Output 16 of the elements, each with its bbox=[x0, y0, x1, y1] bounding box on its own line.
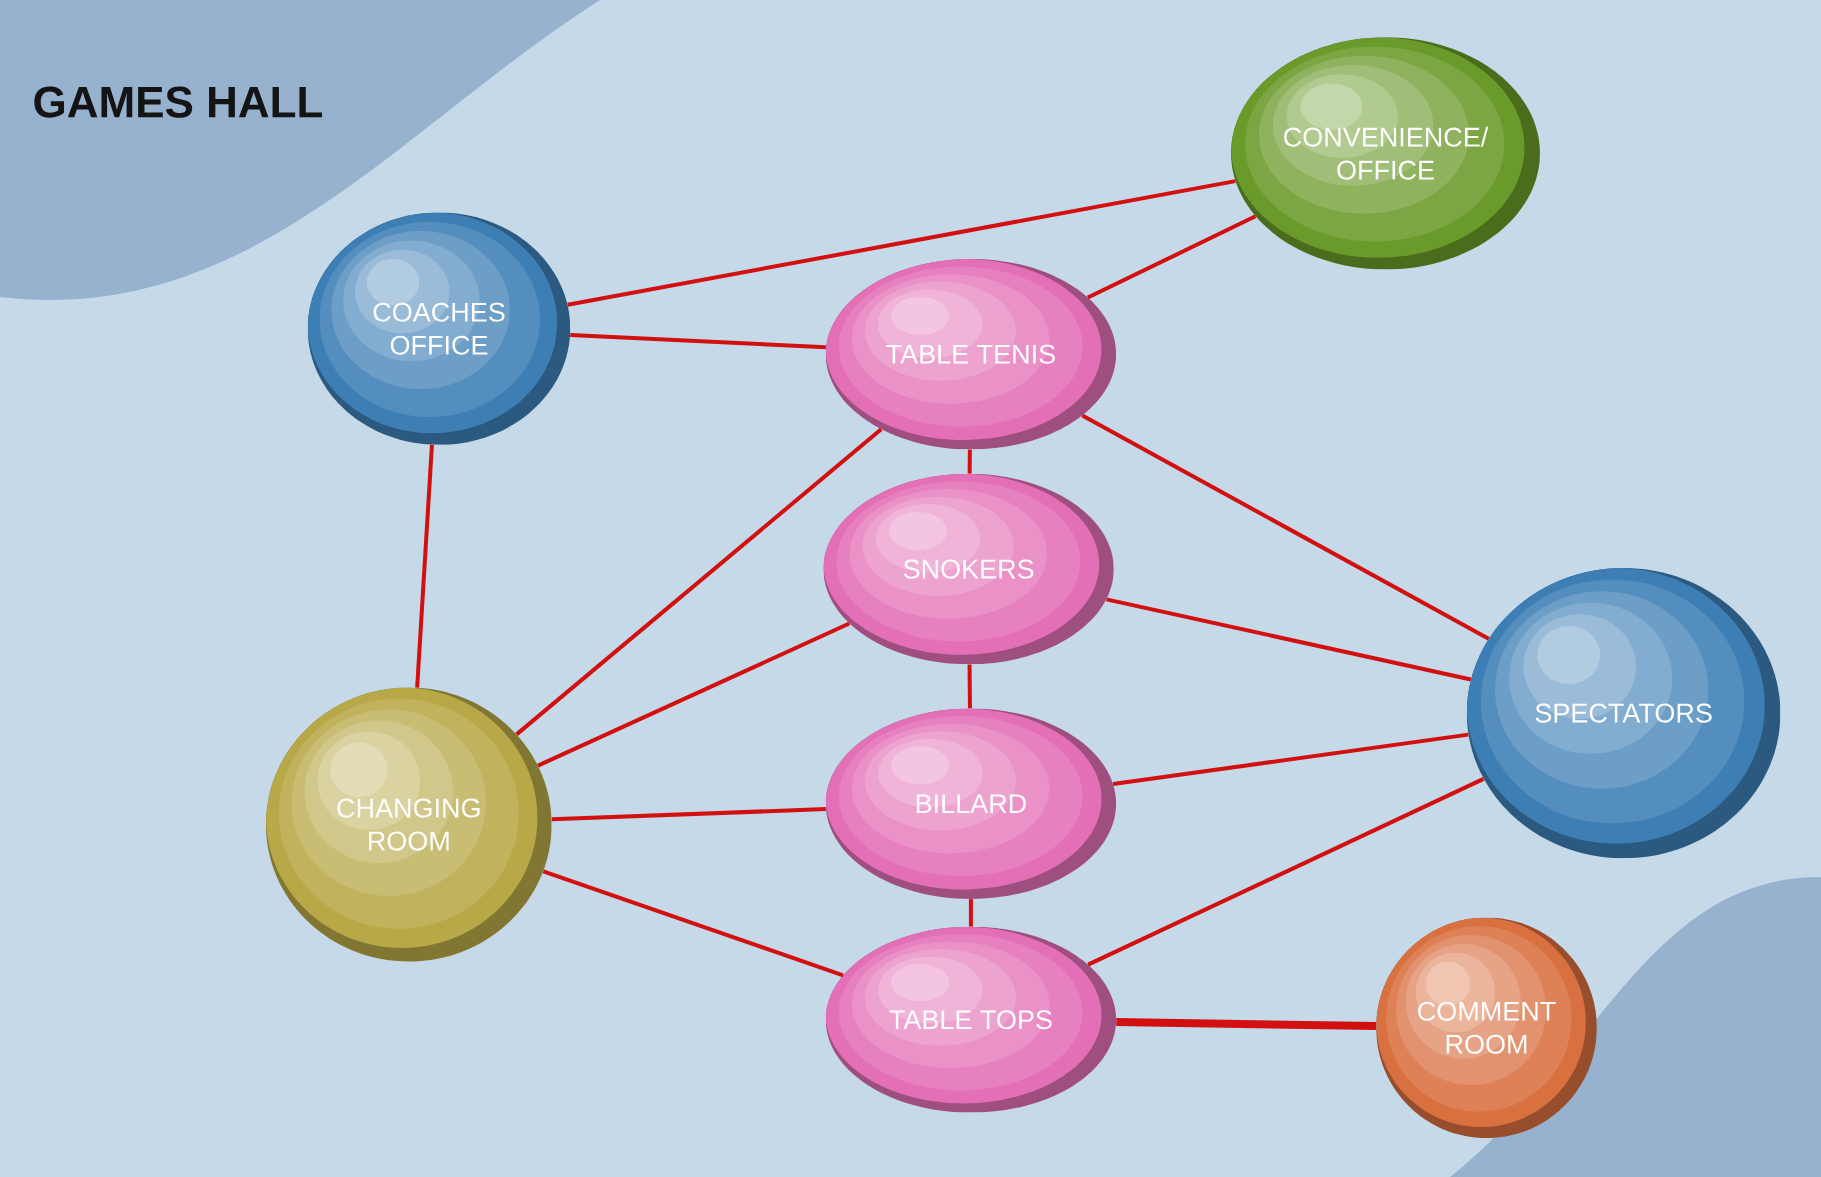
connector-line bbox=[1106, 597, 1472, 682]
title: GAMES HALL bbox=[34, 86, 322, 118]
connector-line bbox=[1087, 777, 1485, 967]
connector-line bbox=[542, 869, 844, 978]
connector-line bbox=[551, 807, 826, 822]
connector-line bbox=[1081, 413, 1490, 641]
connector-line bbox=[1112, 732, 1469, 786]
connector-line bbox=[567, 179, 1236, 307]
connector-line bbox=[1087, 214, 1257, 300]
connector-line bbox=[967, 449, 972, 474]
connector-line bbox=[415, 444, 434, 688]
connector-line bbox=[967, 664, 972, 709]
connector-line bbox=[515, 427, 883, 736]
connector-line bbox=[968, 899, 973, 927]
connector-line bbox=[570, 332, 827, 350]
connector-line bbox=[537, 621, 851, 768]
